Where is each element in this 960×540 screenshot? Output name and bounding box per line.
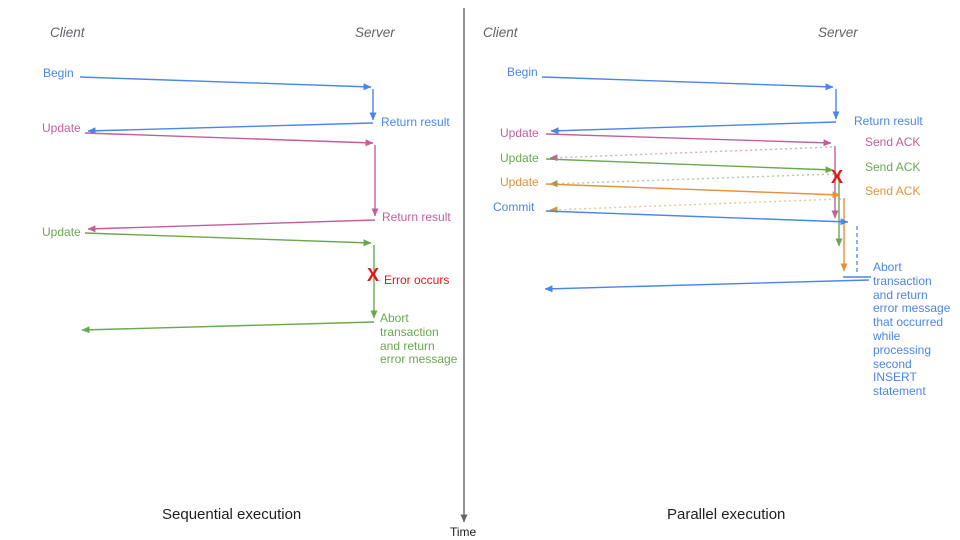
parallel-error-x-mark: X xyxy=(831,167,844,187)
sequential-abort-note: Abort transaction and return error messa… xyxy=(380,311,458,367)
parallel-ack-1-return-arrow xyxy=(549,146,833,162)
sequential-error-occurs-label: Error occurs xyxy=(384,273,450,287)
sequential-return-result-2-label: Return result xyxy=(382,210,451,224)
parallel-update-2-label: Update xyxy=(500,151,539,165)
sequential-update-2-send-arrow xyxy=(84,232,372,247)
parallel-ack-2-return-arrow xyxy=(549,173,835,188)
sequential-begin-send-arrow xyxy=(79,76,372,91)
parallel-send-ack-3-label: Send ACK xyxy=(865,184,921,198)
parallel-begin-send-arrow xyxy=(541,76,834,91)
parallel-update-2-send-arrow xyxy=(545,158,834,174)
parallel-send-ack-1-label: Send ACK xyxy=(865,135,921,149)
parallel-update-3-send-arrow xyxy=(545,183,841,199)
sequential-return-result-1-label: Return result xyxy=(381,115,450,129)
parallel-client-header: Client xyxy=(483,25,518,40)
sequential-error-x-mark: X xyxy=(367,265,380,285)
parallel-commit-send-arrow xyxy=(545,210,849,226)
parallel-return-result-arrow xyxy=(550,121,837,135)
parallel-update-3-label: Update xyxy=(500,175,539,189)
sequential-title: Sequential execution xyxy=(162,506,302,523)
time-axis-label: Time xyxy=(450,525,477,539)
parallel-commit-label: Commit xyxy=(493,200,535,214)
sequential-update-2-label: Update xyxy=(42,225,81,239)
sequential-abort-return-arrow xyxy=(81,321,375,334)
parallel-ack-3-return-arrow xyxy=(549,198,842,214)
parallel-abort-note: Abort transaction and return error messa… xyxy=(873,260,951,399)
parallel-update-1-label: Update xyxy=(500,126,539,140)
sequential-begin-label: Begin xyxy=(43,66,74,80)
sequential-return-result-2-arrow xyxy=(87,219,376,233)
sequential-server-header: Server xyxy=(355,25,395,40)
sequential-update-1-send-arrow xyxy=(84,132,374,147)
parallel-return-result-label: Return result xyxy=(854,114,923,128)
sequential-return-result-1-arrow xyxy=(87,122,374,135)
parallel-begin-label: Begin xyxy=(507,65,538,79)
sequential-update-1-label: Update xyxy=(42,121,81,135)
sequential-client-header: Client xyxy=(50,25,85,40)
parallel-send-ack-2-label: Send ACK xyxy=(865,160,921,174)
parallel-update-1-send-arrow xyxy=(545,133,832,147)
parallel-server-header: Server xyxy=(818,25,858,40)
parallel-title: Parallel execution xyxy=(667,506,786,523)
parallel-abort-return-arrow xyxy=(544,279,870,293)
